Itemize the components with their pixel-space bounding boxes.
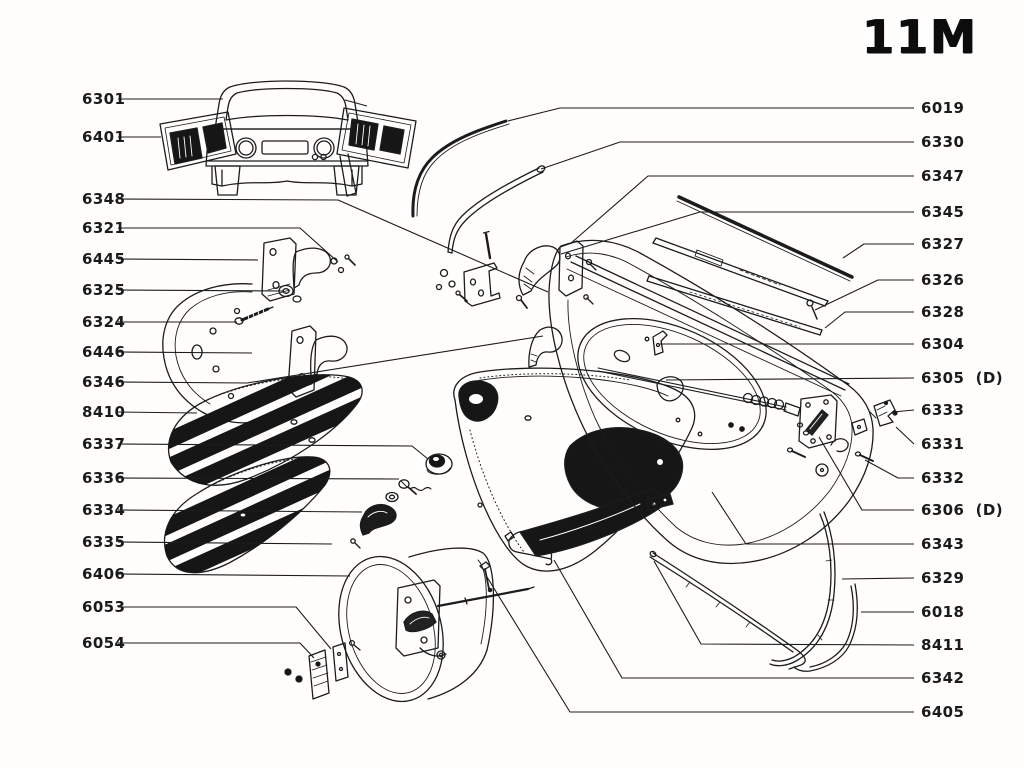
headlight-left <box>235 137 257 159</box>
door-check-strap <box>518 240 597 305</box>
door-side-hinge-bracket <box>528 326 563 368</box>
part-label: 6304 <box>921 335 965 353</box>
buffer-grommet <box>278 284 302 303</box>
part-label: 6306 (D) <box>921 501 1003 519</box>
windshield <box>225 87 349 121</box>
part-label: 6331 <box>921 435 965 453</box>
part-label: 8411 <box>921 636 965 654</box>
part-label: 6019 <box>921 99 965 117</box>
part-label: 6446 <box>82 343 126 361</box>
small-rod <box>482 230 492 260</box>
part-label: 6053 <box>82 598 126 616</box>
latch-assembly <box>348 579 535 660</box>
part-label: 8410 <box>82 403 126 421</box>
upper-door-hinge <box>261 237 356 302</box>
door-lock-cluster <box>786 394 898 477</box>
part-label: 6335 <box>82 533 126 551</box>
part-label: 6305 (D) <box>921 369 1003 387</box>
part-label: 6329 <box>921 569 965 587</box>
part-label: 6324 <box>82 313 126 331</box>
quarter-trim-rail-left <box>159 111 237 171</box>
glass-scraper-strip-inner <box>646 275 823 336</box>
part-label: 6347 <box>921 167 965 185</box>
part-label: 6348 <box>82 190 126 208</box>
part-label: 6333 <box>921 401 965 419</box>
regulator-clip <box>652 330 668 356</box>
lock-knob-hardware <box>350 479 432 549</box>
part-label: 6342 <box>921 669 965 687</box>
glass-run-channel <box>447 165 546 254</box>
quarter-trim-rail-right <box>336 107 417 197</box>
part-label: 6301 <box>82 90 126 108</box>
weatherstrip-outer-j <box>769 511 836 667</box>
part-label: 6401 <box>82 128 126 146</box>
part-label: 6328 <box>921 303 965 321</box>
door-shell <box>548 239 874 565</box>
part-label: 6445 <box>82 250 126 268</box>
part-label: 6346 <box>82 373 126 391</box>
part-label: 6330 <box>921 133 965 151</box>
leader-lines <box>117 98 915 713</box>
part-label: 6332 <box>921 469 965 487</box>
glass-scraper-strip-outer <box>652 237 829 307</box>
part-label: 6018 <box>921 603 965 621</box>
part-label: 6334 <box>82 501 126 519</box>
part-label: 6345 <box>921 203 965 221</box>
long-channel-strip <box>649 550 806 670</box>
part-label: 6054 <box>82 634 126 652</box>
weatherstrip-inner-j <box>793 583 858 672</box>
part-label: 6337 <box>82 435 126 453</box>
door-trim-panel <box>453 367 696 572</box>
part-label: 6343 <box>921 535 965 553</box>
headlight-right <box>313 137 335 159</box>
part-label: 6321 <box>82 219 126 237</box>
part-label: 6327 <box>921 235 965 253</box>
part-label: 6336 <box>82 469 126 487</box>
waist-moulding-strip <box>676 195 854 282</box>
part-label: 6405 <box>921 703 965 721</box>
striker-plates <box>284 642 349 700</box>
part-label: 6325 <box>82 281 126 299</box>
part-label: 6406 <box>82 565 126 583</box>
grille <box>261 140 309 155</box>
hinge-pin-bolt <box>234 306 274 325</box>
escutcheon-nut <box>425 453 453 475</box>
bin-clip <box>479 561 493 593</box>
page-code: 11M <box>862 10 978 64</box>
part-label: 6326 <box>921 271 965 289</box>
glass-weatherstrip <box>411 119 510 218</box>
mounting-bracket <box>435 262 528 309</box>
regulator-rod-and-spring <box>597 367 801 417</box>
